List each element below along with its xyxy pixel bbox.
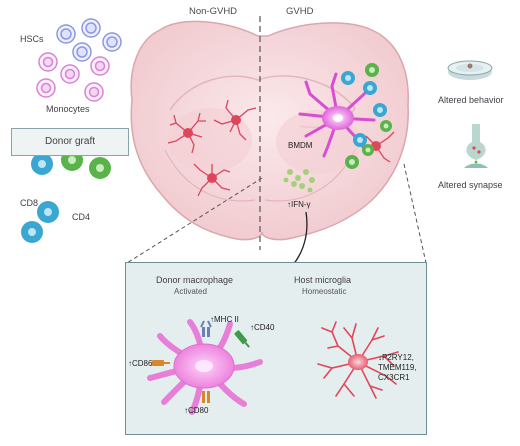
altered-behavior-label: Altered behavior: [438, 95, 504, 105]
ifn-gamma-up-arrow: ↑: [287, 200, 291, 209]
cd86-label: ↑CD86: [128, 359, 153, 368]
microglia-title: Host microglia: [294, 275, 352, 285]
cd40-receptor: [234, 330, 250, 348]
mhc-ii-receptor: [200, 320, 212, 337]
hsc-cells: [56, 18, 122, 62]
brain-cd8-cell: [341, 71, 355, 85]
brain-cd4-cell: [362, 144, 374, 156]
mouse-maze-icon: [447, 60, 493, 80]
cd80-label: ↑CD80: [184, 406, 209, 415]
altered-synapse-label: Altered synapse: [438, 180, 503, 190]
synapse-icon: [464, 124, 488, 168]
cd40-label: ↑CD40: [250, 323, 275, 332]
header-gvhd: GVHD: [286, 6, 314, 17]
marker-cx3cr1: CX3CR1: [378, 373, 410, 382]
donor-graft-label: Donor graft: [44, 136, 96, 147]
marker-tmem119: TMEM119,: [378, 363, 417, 372]
header-non-gvhd: Non-GVHD: [189, 6, 238, 17]
zoom-line-right: [403, 163, 427, 264]
cd86-receptor: [152, 360, 170, 366]
donor-macrophage-cell: [147, 319, 263, 415]
monocyte-cells: [36, 52, 110, 102]
ifn-gamma-text: IFN-γ: [291, 200, 311, 209]
brain-cd8-cell: [373, 103, 387, 117]
donor-graft-box: Donor graft: [11, 128, 129, 156]
brain-t-cells: [341, 63, 392, 169]
cd80-receptor: [202, 391, 210, 403]
zoom-line-left: [126, 177, 263, 264]
brain-cd8-cell: [363, 81, 377, 95]
inset-art: [147, 319, 399, 415]
bmdm-cell: [298, 72, 376, 158]
cd8-cells: [21, 153, 59, 243]
macrophage-subtitle: Activated: [174, 287, 207, 296]
ifn-gamma-particles: [283, 169, 315, 193]
macrophage-title: Donor macrophage: [156, 275, 234, 285]
microglia-subtitle: Homeostatic: [302, 287, 347, 296]
brain-cd8-cell: [353, 133, 367, 147]
bmdm-label: BMDM: [288, 141, 313, 150]
homeostatic-markers: ↓P2RY12, TMEM119, CX3CR1: [378, 353, 417, 383]
zoom-inset-panel: Donor macrophage Activated Host microgli…: [125, 262, 427, 435]
ifn-gamma-label: ↑IFN-γ: [287, 200, 311, 209]
marker-p2ry12: ↓P2RY12,: [378, 353, 414, 362]
brain-microglia-group: [167, 99, 395, 197]
hscs-label: HSCs: [20, 34, 44, 44]
brain-cd4-cell: [380, 120, 392, 132]
cd8-label: CD8: [20, 198, 39, 208]
brain-cd4-cell: [345, 155, 359, 169]
host-microglia-cell: [317, 321, 399, 399]
mhc-ii-label: ↑MHC II: [210, 315, 239, 324]
cd4-label: CD4: [72, 212, 91, 222]
monocytes-label: Monocytes: [46, 104, 90, 114]
brain-section: [130, 20, 409, 241]
brain-outline: [130, 20, 409, 241]
brain-cd4-cell: [365, 63, 379, 77]
